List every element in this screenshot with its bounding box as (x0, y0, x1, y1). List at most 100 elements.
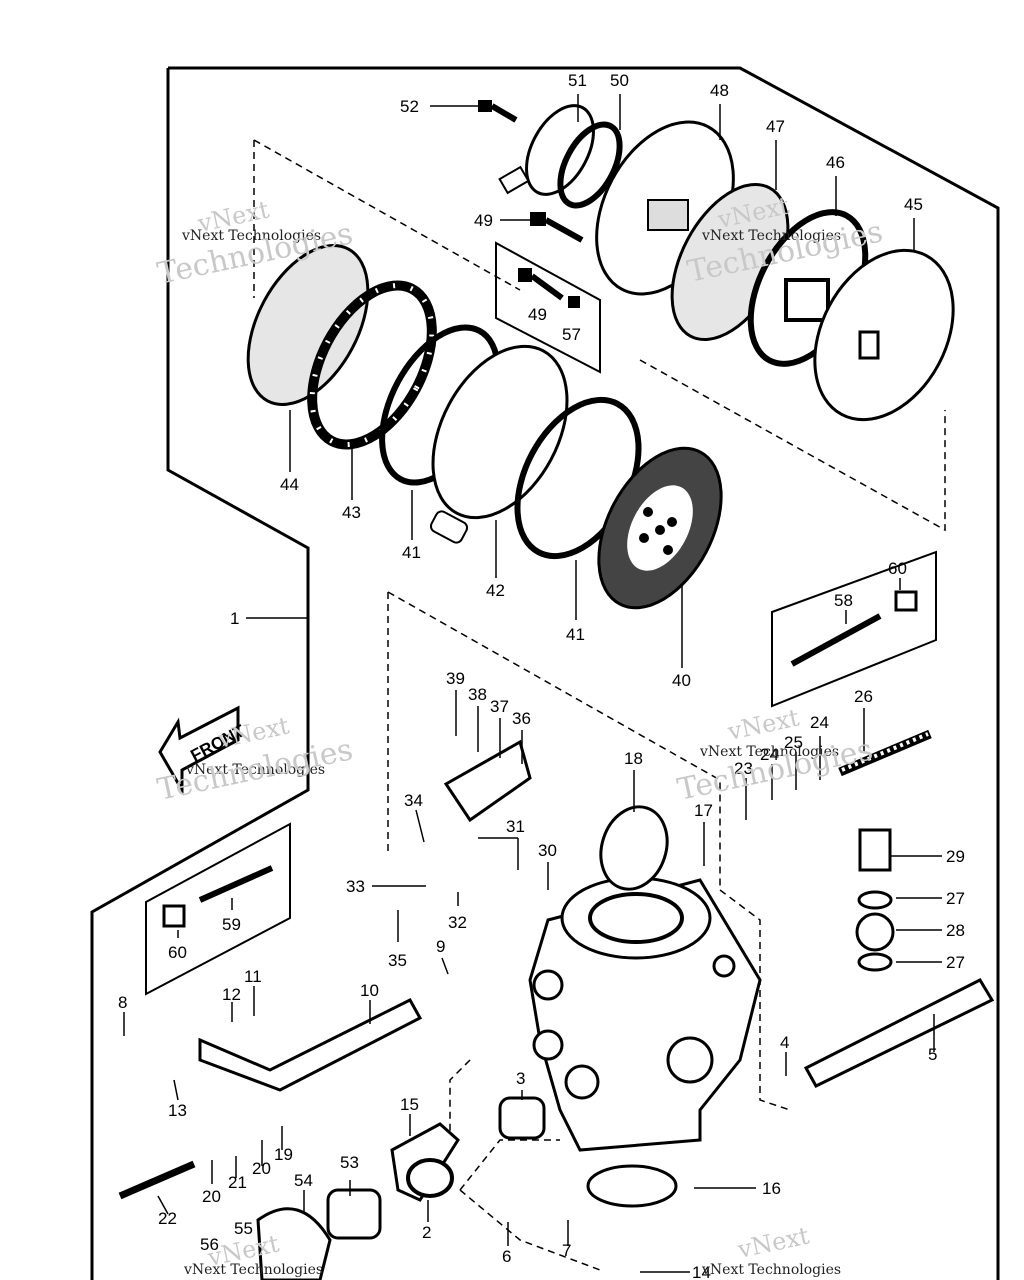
callout-51: 51 (568, 71, 587, 90)
ring-50 (557, 121, 623, 209)
callout-37: 37 (490, 697, 509, 716)
callout-46: 46 (826, 153, 845, 172)
inset-box-58-60 (771, 550, 937, 708)
float-bracket-36-38 (443, 739, 532, 823)
callout-55: 55 (234, 1219, 253, 1238)
callout-1: 1 (230, 609, 239, 628)
throttle-plate-16 (586, 1164, 678, 1208)
callout-19: 19 (274, 1145, 293, 1164)
needle-59 (162, 865, 274, 928)
callout-40: 40 (672, 671, 691, 690)
callout-60-left: 60 (168, 943, 187, 962)
inset-box-49-57 (495, 241, 601, 374)
callout-53: 53 (340, 1153, 359, 1172)
callout-labels: 52 51 50 48 47 46 45 49 49 57 44 43 41 4… (118, 71, 965, 1280)
callout-28: 28 (946, 921, 965, 940)
callout-41-lower: 41 (566, 625, 585, 644)
leader-lines (123, 94, 942, 1273)
callout-10: 10 (360, 981, 379, 1000)
callout-16: 16 (762, 1179, 781, 1198)
callout-33: 33 (346, 877, 365, 896)
assembly-border (90, 66, 1000, 1280)
callout-54: 54 (294, 1171, 313, 1190)
callout-5: 5 (928, 1045, 937, 1064)
callout-22: 22 (158, 1209, 177, 1228)
watermark-line: vNext Technologies (183, 1262, 323, 1278)
callout-7: 7 (562, 1241, 571, 1260)
diaphragm-40 (597, 446, 723, 610)
callout-25: 25 (784, 733, 803, 752)
shaft-5 (803, 978, 995, 1088)
callout-50: 50 (610, 71, 629, 90)
callout-20-right: 20 (252, 1159, 271, 1178)
callout-35: 35 (388, 951, 407, 970)
cap-51 (498, 104, 595, 196)
callout-52: 52 (400, 97, 419, 116)
screw-52 (478, 100, 518, 123)
callout-36: 36 (512, 709, 531, 728)
throttle-disc-18 (599, 805, 669, 891)
callout-27-lower: 27 (946, 953, 965, 972)
inset-box-59-60 (145, 822, 291, 996)
ring-43 (307, 280, 437, 450)
watermark-line: vNext Technologies (181, 228, 321, 244)
needle-58 (790, 590, 918, 667)
callout-3: 3 (516, 1069, 525, 1088)
callout-17: 17 (694, 801, 713, 820)
callout-32: 32 (448, 913, 467, 932)
callout-56: 56 (200, 1235, 219, 1254)
sleeve-53 (326, 1188, 382, 1240)
callout-13: 13 (168, 1101, 187, 1120)
pump-body-42 (429, 344, 569, 544)
callout-49-upper: 49 (474, 211, 493, 230)
gasket-44 (246, 244, 370, 406)
callout-11: 11 (244, 967, 262, 986)
callout-39: 39 (446, 669, 465, 688)
callout-45: 45 (904, 195, 923, 214)
callout-47: 47 (766, 117, 785, 136)
watermark-line: vNext Technologies (701, 228, 841, 244)
callout-2: 2 (422, 1223, 431, 1242)
banjo-bolt-29 (855, 828, 895, 972)
shaft-26 (838, 729, 932, 777)
callout-44: 44 (280, 475, 299, 494)
callout-9: 9 (436, 937, 445, 956)
needle-22 (118, 1160, 196, 1200)
lever-15 (390, 1122, 460, 1202)
callout-41-upper: 41 (402, 543, 421, 562)
carburetor-body (528, 876, 762, 1152)
callout-8: 8 (118, 993, 127, 1012)
callout-24-right: 24 (810, 713, 829, 732)
callout-21: 21 (228, 1173, 247, 1192)
watermark-line: vNext Technologies (185, 762, 325, 778)
watermark-line: vNext Technologies (701, 1262, 841, 1278)
callout-58: 58 (834, 591, 853, 610)
plate-54 (256, 1207, 332, 1280)
callout-12: 12 (222, 985, 241, 1004)
watermark-line: vNext Technologies (699, 744, 839, 760)
callout-23: 23 (734, 759, 753, 778)
callout-4: 4 (780, 1033, 789, 1052)
callout-49-inset: 49 (528, 305, 547, 324)
screw-49-upper (530, 212, 584, 243)
callout-14: 14 (692, 1263, 711, 1280)
dashed-group-outlines (253, 139, 946, 1271)
cover-45 (813, 248, 955, 422)
callout-43: 43 (342, 503, 361, 522)
callout-15: 15 (400, 1095, 419, 1114)
callout-30: 30 (538, 841, 557, 860)
callout-24-left: 24 (760, 745, 779, 764)
screw-49-inset (518, 268, 580, 308)
callout-26: 26 (854, 687, 873, 706)
callout-29: 29 (946, 847, 965, 866)
callout-42: 42 (486, 581, 505, 600)
watermark-brand: vNext (734, 1221, 812, 1264)
callout-38: 38 (468, 685, 487, 704)
callout-48: 48 (710, 81, 729, 100)
callout-60-right: 60 (888, 559, 907, 578)
callout-6: 6 (502, 1247, 511, 1266)
throttle-shaft-10 (198, 998, 423, 1092)
callout-34: 34 (404, 791, 423, 810)
callout-59: 59 (222, 915, 241, 934)
